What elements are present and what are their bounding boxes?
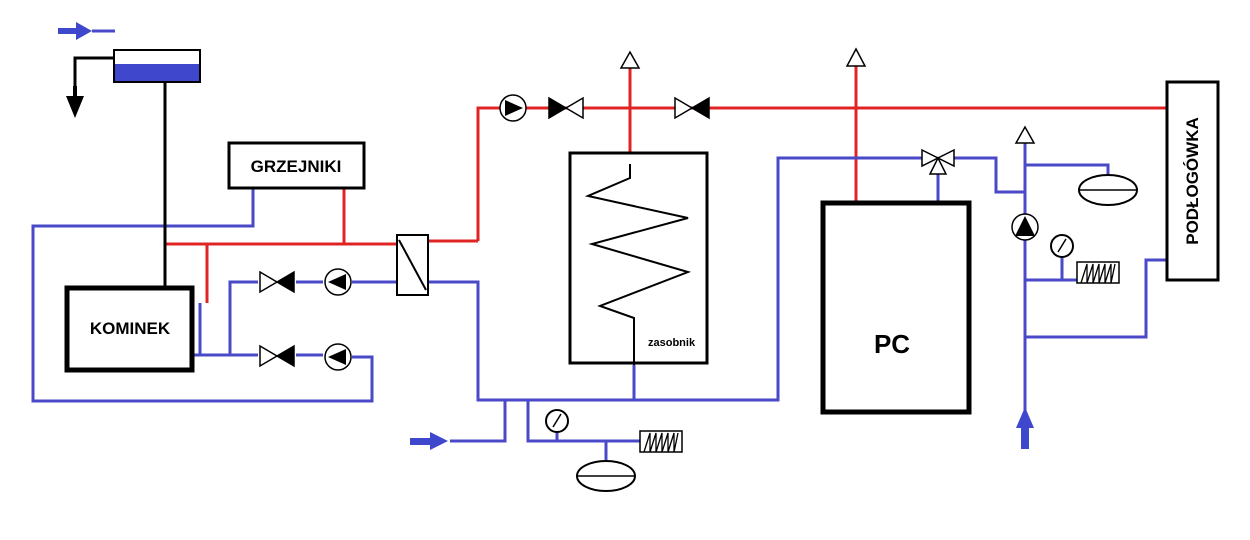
podlogowka-label: PODŁOGÓWKA <box>1183 117 1202 245</box>
pc-box: PC <box>820 200 972 415</box>
zasobnik-label: zasobnik <box>648 337 696 349</box>
vent-icon <box>1014 125 1036 144</box>
pc-label: PC <box>874 329 910 359</box>
cold-pipes <box>31 143 1168 460</box>
valve-icon <box>259 270 295 294</box>
flow-arrow-icon <box>58 22 115 40</box>
pressure-gauge-icon <box>1050 234 1074 258</box>
podlogowka-box: PODŁOGÓWKA <box>1165 80 1220 282</box>
black-pipes <box>73 56 167 287</box>
three-way-valve-icon <box>921 148 955 175</box>
kominek-box: KOMINEK <box>64 285 195 373</box>
valve-icon <box>259 344 295 368</box>
flow-arrow-icon <box>66 86 84 118</box>
grzejniki-box: GRZEJNIKI <box>227 141 366 190</box>
pump-icon <box>499 94 527 122</box>
filter-icon <box>1076 261 1120 284</box>
flow-arrow-icon <box>1016 407 1034 449</box>
expansion-vessel-icon <box>1078 174 1138 206</box>
safety-valve-icon <box>639 430 683 453</box>
valve-icon <box>548 96 584 120</box>
vent-icon <box>845 47 867 67</box>
expansion-vessel-icon <box>576 460 636 492</box>
hot-pipes <box>165 66 1168 303</box>
pump-icon <box>324 268 352 296</box>
valve-icon <box>674 96 710 120</box>
coil-icon <box>584 164 692 365</box>
kominek-label: KOMINEK <box>90 319 171 338</box>
vent-icon <box>619 50 641 69</box>
heat-exchanger-icon <box>396 234 429 296</box>
pressure-gauge-icon <box>545 409 569 433</box>
pump-icon <box>1011 213 1039 241</box>
grzejniki-label: GRZEJNIKI <box>251 157 342 176</box>
flow-arrow-icon <box>410 432 448 450</box>
expansion-tank-icon <box>113 49 201 83</box>
pump-icon <box>324 343 352 371</box>
zasobnik-tank: zasobnik <box>568 151 709 365</box>
